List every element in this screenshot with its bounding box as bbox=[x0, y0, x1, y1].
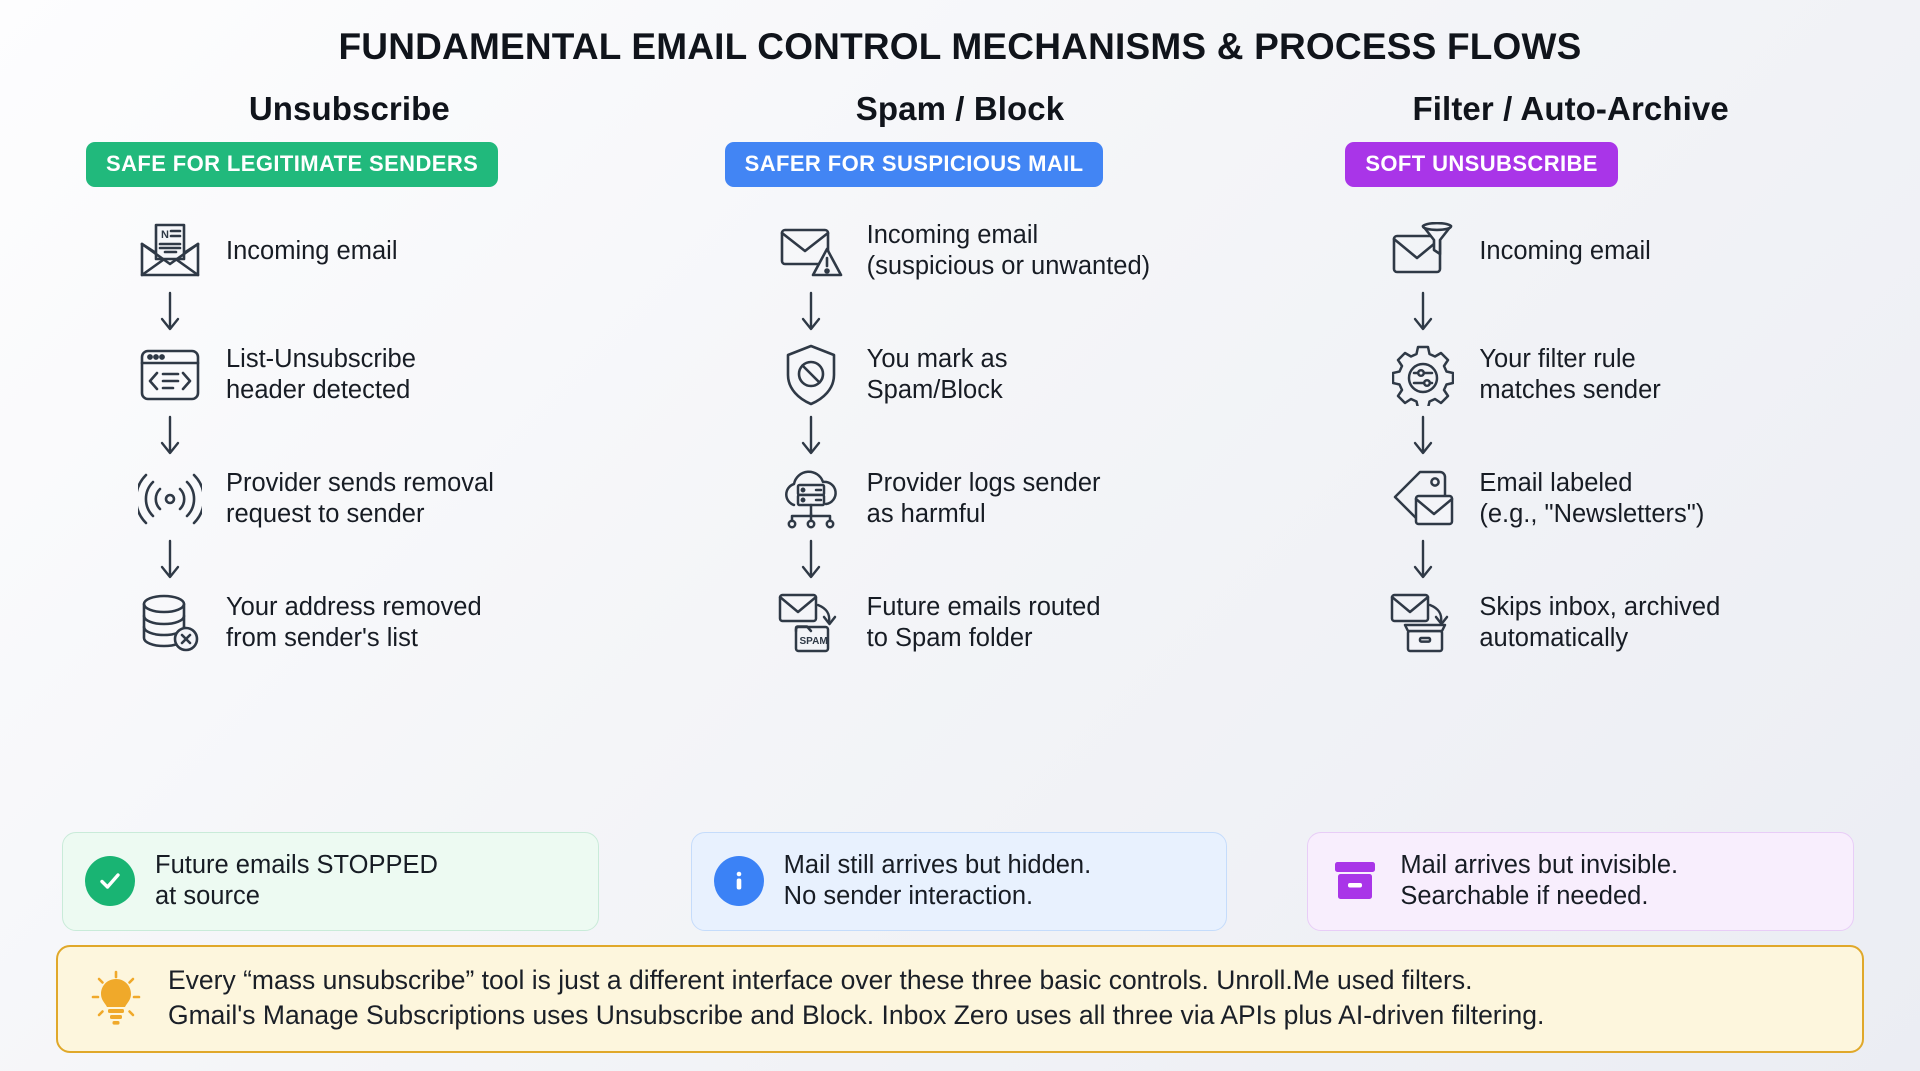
step-item: Your filter rule matches sender bbox=[1389, 337, 1864, 413]
step-item: Your address removed from sender's list bbox=[136, 585, 643, 661]
step-item: N Incoming email bbox=[136, 213, 643, 289]
status-badge: SAFER FOR SUSPICIOUS MAIL bbox=[724, 142, 1104, 187]
flow-arrow-down-icon bbox=[136, 537, 204, 585]
database-remove-icon bbox=[136, 589, 204, 657]
step-item: Email labeled (e.g., "Newsletters") bbox=[1389, 461, 1864, 537]
flow-arrow-down-icon bbox=[1389, 537, 1457, 585]
step-list: Incoming email bbox=[1277, 213, 1864, 822]
step-item: Provider logs sender as harmful bbox=[777, 461, 1254, 537]
flow-arrow-down-icon bbox=[777, 413, 845, 461]
flow-arrow-down-icon bbox=[777, 537, 845, 585]
broadcast-signal-icon bbox=[136, 465, 204, 533]
footer-note: Every “mass unsubscribe” tool is just a … bbox=[56, 944, 1864, 1053]
step-item: SPAM Future emails routed to Spam folder bbox=[777, 585, 1254, 661]
svg-text:N: N bbox=[161, 229, 169, 241]
step-item: Skips inbox, archived automatically bbox=[1389, 585, 1864, 661]
column-title: Spam / Block bbox=[855, 90, 1065, 127]
step-label: Incoming email bbox=[1479, 236, 1651, 265]
outcome-card: Mail still arrives but hidden. No sender… bbox=[690, 832, 1228, 931]
envelope-to-spam-folder-icon: SPAM bbox=[777, 589, 845, 657]
outcome-label: Mail still arrives but hidden. No sender… bbox=[783, 851, 1092, 911]
cloud-server-icon bbox=[777, 465, 845, 533]
check-circle-icon bbox=[85, 856, 135, 907]
step-label: Future emails routed to Spam folder bbox=[866, 593, 1101, 652]
column-spam-block: Spam / Block SAFER FOR SUSPICIOUS MAIL I… bbox=[667, 90, 1254, 931]
step-label: Provider logs sender as harmful bbox=[866, 469, 1101, 528]
envelope-funnel-icon bbox=[1389, 217, 1457, 285]
step-item: You mark as Spam/Block bbox=[777, 337, 1254, 413]
badge-row: SAFER FOR SUSPICIOUS MAIL bbox=[667, 142, 1254, 187]
flow-arrow-down-icon bbox=[136, 289, 204, 337]
flow-arrow-down-icon bbox=[1389, 413, 1457, 461]
status-badge: SOFT UNSUBSCRIBE bbox=[1345, 142, 1618, 187]
step-item: Incoming email bbox=[1389, 213, 1864, 289]
footer-note-text: Every “mass unsubscribe” tool is just a … bbox=[168, 964, 1545, 1030]
tag-envelope-icon bbox=[1389, 465, 1457, 533]
step-item: Provider sends removal request to sender bbox=[136, 461, 643, 537]
info-circle-icon bbox=[713, 856, 764, 907]
step-label: Incoming email bbox=[226, 236, 398, 265]
step-label: Skips inbox, archived automatically bbox=[1479, 593, 1721, 652]
step-label: Incoming email (suspicious or unwanted) bbox=[866, 221, 1151, 280]
flow-arrow-down-icon bbox=[136, 413, 204, 461]
status-badge: SAFE FOR LEGITIMATE SENDERS bbox=[86, 142, 499, 187]
shield-block-icon bbox=[777, 341, 845, 409]
gear-sliders-icon bbox=[1389, 341, 1457, 409]
step-label: You mark as Spam/Block bbox=[866, 345, 1008, 404]
step-label: Provider sends removal request to sender bbox=[226, 469, 494, 528]
column-unsubscribe: Unsubscribe SAFE FOR LEGITIMATE SENDERS … bbox=[56, 90, 643, 931]
flow-arrow-down-icon bbox=[1389, 289, 1457, 337]
column-filter-auto-archive: Filter / Auto-Archive SOFT UNSUBSCRIBE I… bbox=[1277, 90, 1864, 931]
page-title: FUNDAMENTAL EMAIL CONTROL MECHANISMS & P… bbox=[338, 26, 1582, 67]
envelope-to-archive-icon bbox=[1389, 589, 1457, 657]
step-label: Email labeled (e.g., "Newsletters") bbox=[1479, 469, 1705, 528]
envelope-warning-icon bbox=[777, 217, 845, 285]
spam-folder-label: SPAM bbox=[799, 636, 827, 647]
step-list: Incoming email (suspicious or unwanted) bbox=[667, 213, 1254, 822]
step-item: List-Unsubscribe header detected bbox=[136, 337, 643, 413]
flow-arrow-down-icon bbox=[777, 289, 845, 337]
outcome-label: Mail arrives but invisible. Searchable i… bbox=[1400, 851, 1679, 911]
step-label: Your filter rule matches sender bbox=[1479, 345, 1661, 404]
envelope-newsletter-icon: N bbox=[136, 217, 204, 285]
column-title: Unsubscribe bbox=[248, 90, 450, 127]
outcome-card: Future emails STOPPED at source bbox=[62, 832, 599, 931]
step-label: List-Unsubscribe header detected bbox=[226, 345, 416, 404]
outcome-card: Mail arrives but invisible. Searchable i… bbox=[1307, 832, 1854, 931]
archive-box-icon bbox=[1330, 856, 1380, 906]
outcome-label: Future emails STOPPED at source bbox=[155, 851, 438, 911]
badge-row: SAFE FOR LEGITIMATE SENDERS bbox=[56, 142, 643, 187]
step-item: Incoming email (suspicious or unwanted) bbox=[777, 213, 1254, 289]
step-label: Your address removed from sender's list bbox=[226, 593, 482, 652]
column-title: Filter / Auto-Archive bbox=[1412, 90, 1729, 127]
badge-row: SOFT UNSUBSCRIBE bbox=[1277, 142, 1864, 187]
code-window-icon bbox=[136, 341, 204, 409]
step-list: N Incoming email bbox=[56, 213, 643, 822]
columns-container: Unsubscribe SAFE FOR LEGITIMATE SENDERS … bbox=[56, 90, 1864, 931]
lightbulb-icon bbox=[88, 970, 144, 1026]
